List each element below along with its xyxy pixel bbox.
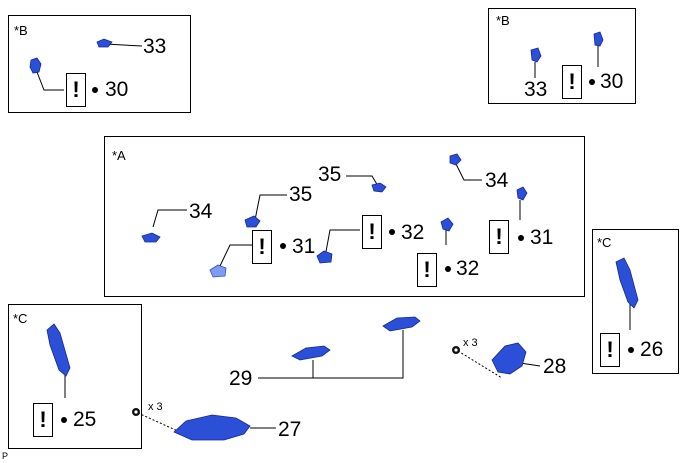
bracket-29-left <box>291 345 331 361</box>
clip-31-right <box>516 186 528 201</box>
caution-mark-31-right: ! <box>489 220 509 254</box>
box-tag-b-left: *B <box>14 23 28 38</box>
callout-30-b-left: 30 <box>105 78 129 101</box>
clip-33-b-right <box>530 47 542 63</box>
caution-mark-26: ! <box>600 333 620 367</box>
caution-mark-25: ! <box>33 403 53 437</box>
clip-35-top <box>371 182 387 193</box>
callout-33-b-right: 33 <box>524 78 548 101</box>
group-box-a-center <box>104 136 585 297</box>
dot-26 <box>628 347 634 353</box>
clip-32-lower <box>440 217 454 232</box>
garnish-26 <box>615 257 639 309</box>
callout-34-right: 34 <box>485 169 509 192</box>
dot-25 <box>61 417 67 423</box>
caution-mark-32-lower: ! <box>417 253 437 287</box>
caution-mark-31-left: ! <box>252 230 272 264</box>
lamp-28 <box>491 342 527 375</box>
box-tag-a-center: *A <box>112 148 126 163</box>
fog-lamp-cover-27 <box>173 414 251 441</box>
callout-30-b-right: 30 <box>600 70 624 93</box>
callout-26: 26 <box>640 338 664 361</box>
caution-mark-b-right: ! <box>562 65 582 99</box>
leader-lines <box>36 43 631 429</box>
callout-29: 29 <box>229 367 253 390</box>
washer-icon-28 <box>452 346 460 354</box>
callout-25: 25 <box>73 408 97 431</box>
garnish-25 <box>46 323 71 377</box>
group-box-b-right <box>488 8 636 104</box>
clip-33-b-left <box>96 38 113 48</box>
clip-34-left <box>141 232 161 243</box>
clip-30-b-left <box>29 57 42 74</box>
callout-27: 27 <box>278 418 302 441</box>
callout-34-left: 34 <box>189 200 213 223</box>
washer-icon-27 <box>132 408 140 416</box>
caution-mark-32-upper: ! <box>362 215 382 249</box>
box-tag-b-right: *B <box>496 13 510 28</box>
quantity-tag-28: x 3 <box>463 337 478 349</box>
clip-31-left <box>209 264 227 278</box>
clip-35-mid <box>244 215 261 228</box>
group-box-b-left <box>8 15 191 113</box>
box-tag-c-left: *C <box>13 311 28 326</box>
dot-b-left <box>92 87 98 93</box>
callout-35-top: 35 <box>318 163 342 186</box>
dot-32-upper <box>389 229 395 235</box>
dot-32-lower <box>445 266 451 272</box>
clip-34-right <box>449 153 462 166</box>
caution-mark-b-left: ! <box>66 73 86 107</box>
callout-31-left: 31 <box>292 235 316 258</box>
callout-32-upper: 32 <box>401 221 425 244</box>
dot-31-left <box>280 243 286 249</box>
callout-28: 28 <box>543 355 567 378</box>
footer-reference: P <box>2 451 9 461</box>
dot-b-right <box>589 79 595 85</box>
clip-30-b-right <box>593 31 604 47</box>
bracket-29-right <box>382 316 421 332</box>
callout-33-b-left: 33 <box>143 35 167 58</box>
callout-32-lower: 32 <box>456 257 480 280</box>
callout-35-mid: 35 <box>289 183 313 206</box>
group-box-c-right <box>592 229 679 374</box>
quantity-tag-27: x 3 <box>148 401 163 413</box>
dot-31-right <box>518 235 524 241</box>
callout-31-right: 31 <box>530 226 554 249</box>
box-tag-c-right: *C <box>597 235 612 250</box>
clip-32-upper <box>316 250 333 264</box>
group-box-c-left <box>8 304 142 449</box>
dashed-leaders <box>137 350 503 433</box>
